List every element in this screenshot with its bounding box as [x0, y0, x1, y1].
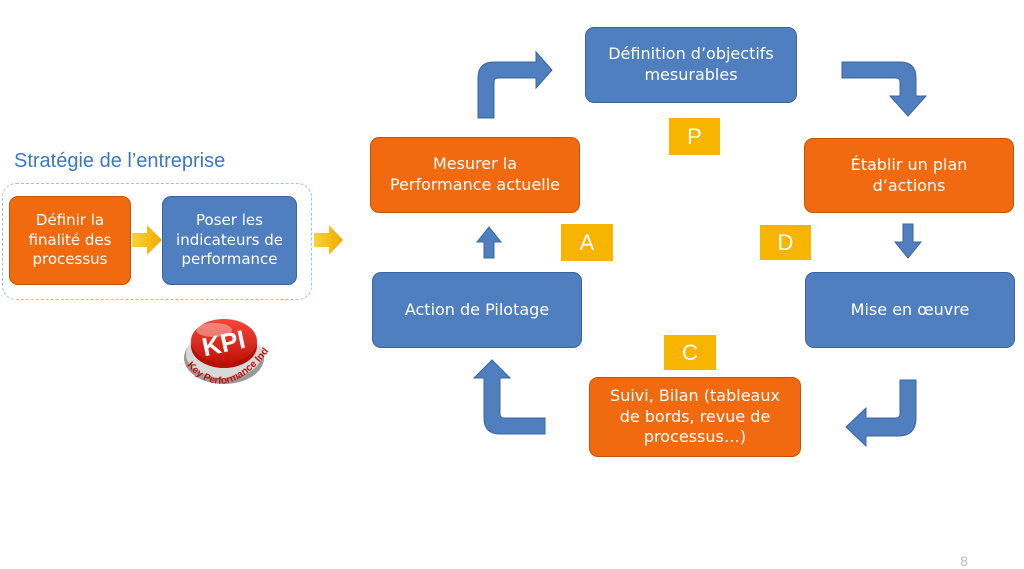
- page-number: 8: [960, 553, 968, 569]
- implementation-box: Mise en œuvre: [805, 272, 1015, 348]
- letter-c-tag: C: [664, 335, 716, 370]
- steering-text: Action de Pilotage: [404, 299, 550, 319]
- steering-box: Action de Pilotage: [372, 272, 582, 348]
- objectives-text: Définition d’objectifs mesurables: [608, 44, 774, 84]
- strategy-title: Stratégie de l’entreprise: [14, 150, 226, 172]
- action-plan-text: Établir un plan d’actions: [850, 154, 968, 195]
- define-purpose-text: Définir la finalité des processus: [28, 211, 112, 269]
- measure-box: Mesurer la Performance actuelle: [370, 137, 580, 213]
- measure-text: Mesurer la Performance actuelle: [389, 154, 561, 194]
- strategy-group: [2, 183, 312, 300]
- curved-arrow-down-left-icon: [845, 379, 917, 448]
- curved-arrow-up-right-icon: [477, 50, 553, 119]
- kpi-button-icon: KPI: [184, 319, 264, 384]
- arrow-right-icon-1: [132, 225, 162, 255]
- letter-d-tag: D: [760, 225, 811, 260]
- arrow-up-icon: [475, 226, 503, 259]
- arrow-down-icon: [893, 223, 923, 259]
- letter-a-tag: A: [561, 224, 613, 261]
- define-purpose-box: Définir la finalité des processus: [9, 196, 131, 285]
- objectives-box: Définition d’objectifs mesurables: [585, 27, 797, 103]
- curved-arrow-right-down-icon: [841, 61, 928, 117]
- implementation-text: Mise en œuvre: [850, 299, 970, 319]
- set-indicators-text: Poser les indicateurs de performance: [176, 211, 283, 269]
- set-indicators-box: Poser les indicateurs de performance: [162, 196, 297, 285]
- monitoring-text: Suivi, Bilan (tableaux de bords, revue d…: [610, 385, 780, 447]
- action-plan-box: Établir un plan d’actions: [804, 138, 1014, 213]
- curved-arrow-left-up-icon: [472, 359, 546, 435]
- letter-p-tag: P: [669, 118, 720, 155]
- arrow-right-icon-2: [314, 225, 343, 255]
- monitoring-box: Suivi, Bilan (tableaux de bords, revue d…: [589, 377, 801, 457]
